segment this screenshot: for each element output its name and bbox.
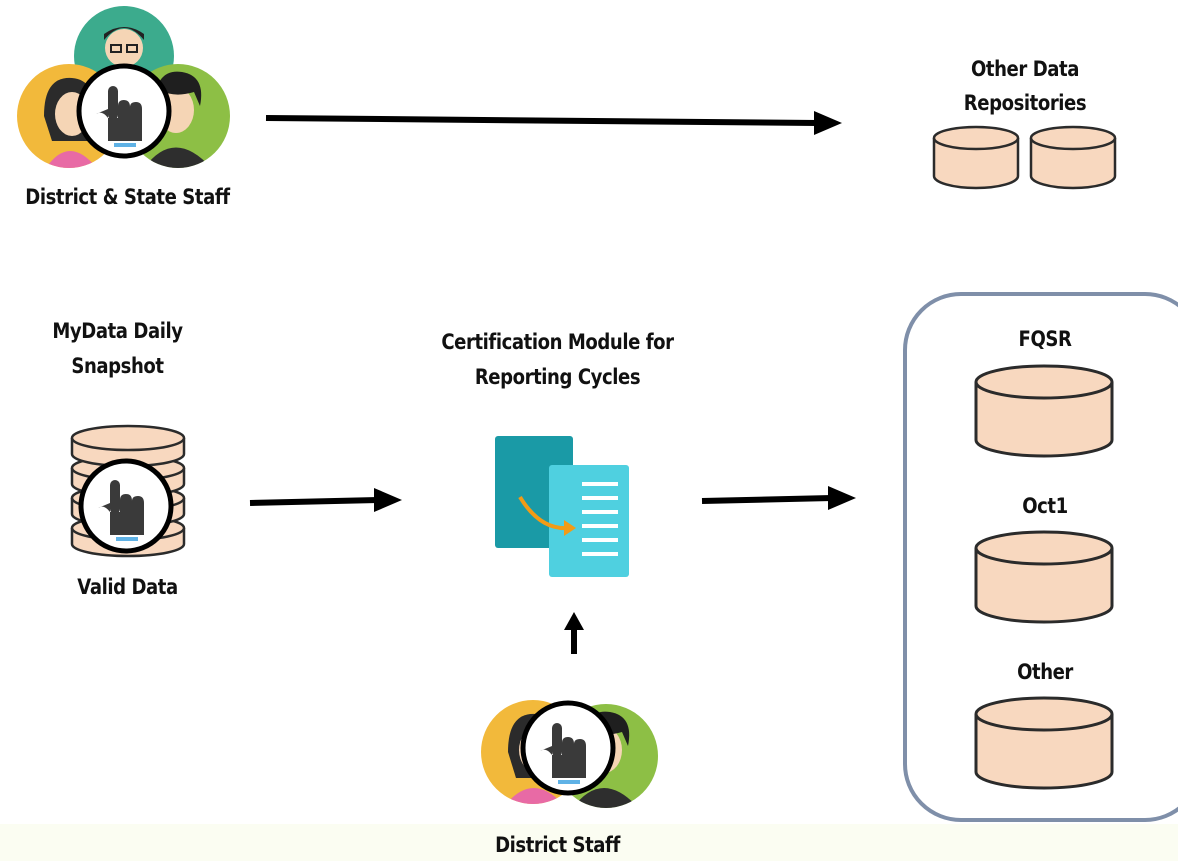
reports-group (903, 292, 1178, 822)
database-icon (974, 696, 1114, 790)
district-state-staff-group (14, 6, 234, 171)
certification-module-icon (490, 432, 635, 582)
other-data-repositories-label-line1: Other Data (970, 57, 1079, 81)
district-state-staff-label: District & State Staff (25, 185, 230, 209)
arrow-snapshot-to-certification (246, 486, 406, 516)
arrow-staff-to-certification (562, 610, 586, 656)
valid-data-label: Valid Data (77, 575, 178, 599)
other-label: Other (1017, 660, 1073, 684)
database-icon (1029, 125, 1117, 190)
pointer-hand-icon (540, 723, 586, 784)
arrow-certification-to-reports (698, 484, 860, 514)
database-icon (974, 530, 1114, 624)
repositories-databases (930, 124, 1125, 190)
district-staff-label: District Staff (495, 833, 620, 857)
mydata-title-line1: MyData Daily (52, 319, 183, 343)
pointer-hand-icon (98, 480, 144, 541)
pointer-hand-icon (96, 86, 142, 147)
other-database (972, 692, 1117, 792)
certification-title-line1: Certification Module for (441, 330, 674, 354)
database-icon (974, 364, 1114, 458)
other-data-repositories-label-line2: Repositories (963, 91, 1087, 115)
users-icon (481, 700, 658, 808)
document-transfer-icon (495, 436, 629, 577)
certification-title-line2: Reporting Cycles (474, 365, 641, 389)
arrow-staff-to-repositories (262, 108, 847, 138)
valid-data-database (66, 420, 190, 560)
mydata-title-line2: Snapshot (71, 354, 164, 378)
oct1-database (972, 526, 1117, 626)
users-icon (17, 6, 230, 168)
oct1-label: Oct1 (1022, 494, 1068, 518)
fqsr-label: FQSR (1018, 327, 1072, 351)
district-staff-group (478, 690, 663, 820)
database-icon (932, 125, 1020, 190)
bottom-strip (0, 824, 1178, 861)
fqsr-database (972, 360, 1117, 460)
